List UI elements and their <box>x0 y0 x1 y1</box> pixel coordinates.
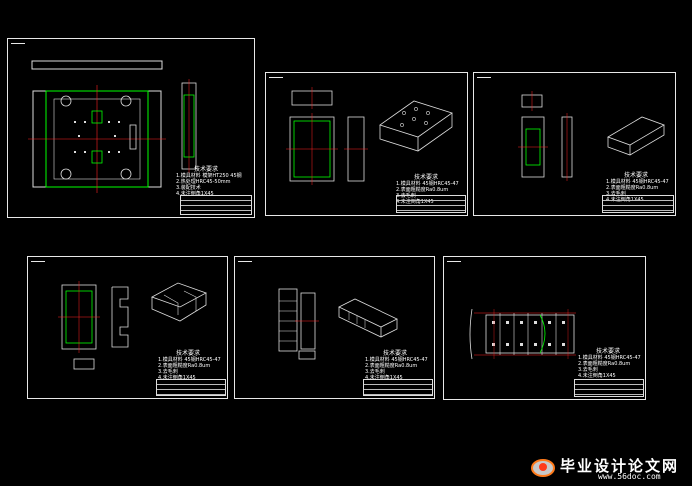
technical-requirements-note: 技术要求 1.模具材料 45钢HRC45-47 2.表面粗糙度Ra0.8um 3… <box>578 348 641 380</box>
note-line: 2.表面粗糙度Ra0.8um <box>396 187 449 193</box>
sheet-tab <box>31 256 45 262</box>
note-line: 3.去毛刺 <box>578 367 598 373</box>
note-line: 4.未注倒角1X45 <box>158 375 196 381</box>
note-line: 2.表面粗糙度Ra0.8um <box>365 363 418 369</box>
technical-requirements-note: 技术要求 1.模具材料 45钢HRC45-47 2.表面粗糙度Ra0.8um 3… <box>365 350 428 382</box>
drawing-sheet-part-4[interactable]: 技术要求 1.模具材料 45钢HRC45-47 2.表面粗糙度Ra0.8um 3… <box>234 256 435 399</box>
note-line: 2.表面粗糙度Ra0.8um <box>158 363 211 369</box>
note-title: 技术要求 <box>383 350 408 357</box>
title-block <box>180 195 252 215</box>
watermark-url: www.56doc.com <box>598 472 661 481</box>
drawing-sheet-assembly[interactable]: 技术要求 1.模具材料 模架HT250 45钢 2.热处理HRC45-50mm … <box>7 38 255 218</box>
note-line: 4.未注倒角1X45 <box>578 373 616 379</box>
note-line: 3.去毛刺 <box>606 191 626 197</box>
strip-layout-drawing <box>469 308 576 360</box>
note-line: 3.装配技术 <box>176 185 201 191</box>
note-line: 4.未注倒角1X45 <box>396 199 434 205</box>
note-line: 1.模具材料 45钢HRC45-47 <box>578 355 641 361</box>
sheet-tab <box>238 256 252 262</box>
note-line: 3.去毛刺 <box>158 369 178 375</box>
watermark: 毕业设计论文网 www.56doc.com <box>530 453 690 483</box>
note-line: 1.模具材料 45钢HRC45-47 <box>158 357 221 363</box>
note-line: 2.热处理HRC45-50mm <box>176 179 231 185</box>
note-title: 技术要求 <box>414 174 439 181</box>
note-line: 1.模具材料 45钢HRC45-47 <box>365 357 428 363</box>
note-line: 4.未注倒角1X45 <box>365 375 403 381</box>
title-block <box>574 379 644 397</box>
technical-requirements-note: 技术要求 1.模具材料 45钢HRC45-47 2.表面粗糙度Ra0.8um 3… <box>396 174 459 206</box>
drawing-sheet-part-3[interactable]: 技术要求 1.模具材料 45钢HRC45-47 2.表面粗糙度Ra0.8um 3… <box>27 256 228 399</box>
drawing-sheet-part-2[interactable]: 技术要求 1.模具材料 45钢HRC45-47 2.表面粗糙度Ra0.8um 3… <box>473 72 676 216</box>
watermark-title: 毕业设计论文网 <box>560 457 680 475</box>
note-line: 1.模具材料 45钢HRC45-47 <box>396 181 459 187</box>
part-4-drawing <box>278 288 398 360</box>
sheet-tab <box>447 256 461 262</box>
note-title: 技术要求 <box>194 166 219 173</box>
title-block <box>602 195 674 213</box>
note-title: 技术要求 <box>596 348 621 355</box>
sheet-tab <box>11 38 25 44</box>
part-3-drawing <box>58 281 207 370</box>
part-1-drawing <box>286 87 453 185</box>
technical-requirements-note: 技术要求 1.模具材料 模架HT250 45钢 2.热处理HRC45-50mm … <box>176 166 242 198</box>
note-title: 技术要求 <box>176 350 201 357</box>
note-title: 技术要求 <box>624 172 649 179</box>
technical-requirements-note: 技术要求 1.模具材料 45钢HRC45-47 2.表面粗糙度Ra0.8um 3… <box>158 350 221 382</box>
note-line: 1.模具材料 45钢HRC45-47 <box>606 179 669 185</box>
note-line: 2.表面粗糙度Ra0.8um <box>578 361 631 367</box>
part-2-drawing <box>518 91 665 181</box>
title-block <box>363 379 433 396</box>
note-line: 4.未注倒角1X45 <box>176 191 214 197</box>
note-line: 1.模具材料 模架HT250 45钢 <box>176 173 242 179</box>
sheet-tab <box>477 72 491 78</box>
assembly-drawing <box>28 60 197 193</box>
title-block <box>156 379 226 396</box>
note-line: 2.表面粗糙度Ra0.8um <box>606 185 659 191</box>
watermark-logo-icon <box>531 459 555 477</box>
title-block <box>396 195 466 213</box>
note-line: 3.去毛刺 <box>396 193 416 199</box>
drawing-sheet-part-1[interactable]: 技术要求 1.模具材料 45钢HRC45-47 2.表面粗糙度Ra0.8um 3… <box>265 72 468 216</box>
sheet-tab <box>269 72 283 78</box>
note-line: 3.去毛刺 <box>365 369 385 375</box>
drawing-sheet-strip-layout[interactable]: 技术要求 1.模具材料 45钢HRC45-47 2.表面粗糙度Ra0.8um 3… <box>443 256 646 400</box>
